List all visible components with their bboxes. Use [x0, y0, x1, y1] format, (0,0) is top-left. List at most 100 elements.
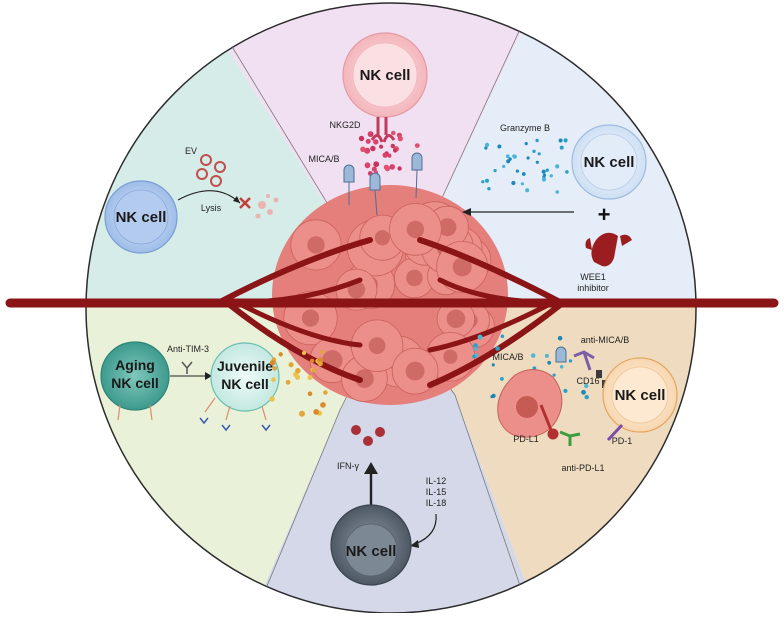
upper-right-segment: Granzyme B NK cell + WEE1 inhibitor [462, 123, 647, 293]
juvenile-label: Juvenile [217, 358, 273, 374]
particle-dot [563, 388, 568, 393]
il12-label: IL-12 [426, 476, 447, 486]
particle-dot [370, 145, 376, 152]
lysis-label: Lysis [201, 203, 222, 213]
particle-dot [484, 146, 488, 150]
lysed-cell-debris [255, 194, 279, 219]
particle-dot [311, 368, 317, 373]
particle-dot [320, 349, 325, 354]
cytokine-arrow [414, 513, 437, 545]
particle-dot [364, 147, 371, 154]
particle-dot [557, 335, 563, 341]
tumor-cell-nucleus [438, 218, 457, 237]
particle-dot [368, 131, 373, 136]
particle-dot [559, 145, 564, 150]
particle-dot [323, 390, 328, 395]
particle-dot [511, 180, 516, 186]
particle-dot [278, 352, 283, 357]
particle-dot [584, 383, 589, 389]
particle-dot [390, 143, 395, 149]
particle-dot [288, 362, 294, 368]
particle-dot [485, 178, 489, 183]
particle-dot [563, 138, 568, 143]
nk-cell-bottom-label: NK cell [346, 543, 397, 560]
particle-dot [555, 164, 560, 169]
plus-sign: + [598, 202, 611, 227]
particle-dot [382, 152, 388, 158]
juvenile-nk-cell [210, 342, 280, 412]
cytokine-granules [269, 349, 328, 417]
upper-left-segment: NK cell EV Lysis [104, 146, 279, 254]
anti-tim3-label: Anti-TIM-3 [167, 344, 209, 354]
mica-b-top-label: MICA/B [308, 154, 339, 164]
granzyme-b-label: Granzyme B [500, 123, 550, 133]
particle-dot [320, 402, 326, 408]
particle-dot [269, 360, 276, 366]
particle-dot [512, 154, 516, 158]
particle-dot [387, 153, 392, 158]
mica-b-lr-label: MICA/B [492, 352, 523, 362]
particle-dot [521, 172, 526, 176]
lower-right-segment: anti-MICA/B MICA/B CD16 NK cell PD-L1 P [472, 334, 678, 473]
nk-cell-ul-label: NK cell [116, 209, 167, 226]
anti-pd-l1-antibody-icon [559, 430, 581, 446]
particle-dot [397, 136, 403, 142]
particle-dot [307, 375, 313, 380]
particle-dot [532, 149, 536, 153]
particle-dot [389, 164, 396, 170]
anti-mica-b-label: anti-MICA/B [581, 335, 630, 345]
tumor-cell-nucleus [368, 337, 386, 355]
antibody-icons [199, 417, 271, 432]
bottom-segment: IFN-γ IL-12 IL-15 IL-18 NK cell [330, 425, 447, 586]
particle-dot [524, 142, 528, 146]
nkg2d-receptor-icon [370, 117, 396, 143]
tumor-cell-nucleus [307, 236, 325, 254]
particle-dot [269, 396, 275, 402]
particle-dot [520, 182, 525, 186]
nkg2d-label: NKG2D [329, 120, 361, 130]
particle-dot [309, 358, 315, 363]
pd-l1-label: PD-L1 [513, 434, 539, 444]
particle-dot [565, 170, 569, 174]
particle-dot [358, 135, 365, 142]
blood-vessel [5, 237, 779, 388]
juvenile-nk-label: NK cell [221, 376, 268, 392]
il18-label: IL-18 [426, 498, 447, 508]
anti-mica-b-antibody-icon [573, 350, 595, 371]
pd-l1-receptor-icon [539, 404, 559, 440]
particle-dot [272, 366, 278, 371]
particle-dot [495, 346, 500, 351]
particle-dot [558, 138, 563, 143]
particle-dot [491, 363, 495, 367]
particle-dot [537, 152, 541, 156]
mica-b-ligand-icons [343, 152, 423, 216]
lower-left-segment: Aging NK cell Anti-TIM-3 Juvenile NK cel… [100, 341, 328, 432]
particle-dot [472, 354, 476, 359]
particle-dot [477, 334, 483, 340]
sector-top [228, 3, 522, 308]
tumor-cell-nucleus [443, 349, 458, 364]
tumor-cell-nucleus [301, 309, 320, 327]
tumor-cell-nucleus [374, 230, 390, 246]
particle-dot [541, 169, 546, 174]
particle-dot [568, 359, 573, 363]
particle-dot [525, 188, 530, 193]
particle-dot [473, 343, 478, 348]
particle-dot [559, 365, 564, 369]
particle-dot [491, 393, 496, 398]
aging-nk-cell [100, 341, 170, 411]
particle-dot [299, 410, 305, 417]
tumor-cell-nucleus [406, 220, 425, 239]
wee1-label: WEE1 [580, 272, 606, 282]
particle-dot [397, 166, 402, 171]
particle-dot [364, 162, 371, 169]
particle-dot [379, 144, 384, 149]
wee1-inhibitor-icon [585, 232, 632, 267]
receptor-stalks [117, 397, 267, 421]
particle-dot [295, 368, 301, 374]
lysis-x-icon [239, 197, 251, 209]
particle-dot [515, 169, 520, 173]
particle-dot [547, 360, 552, 365]
